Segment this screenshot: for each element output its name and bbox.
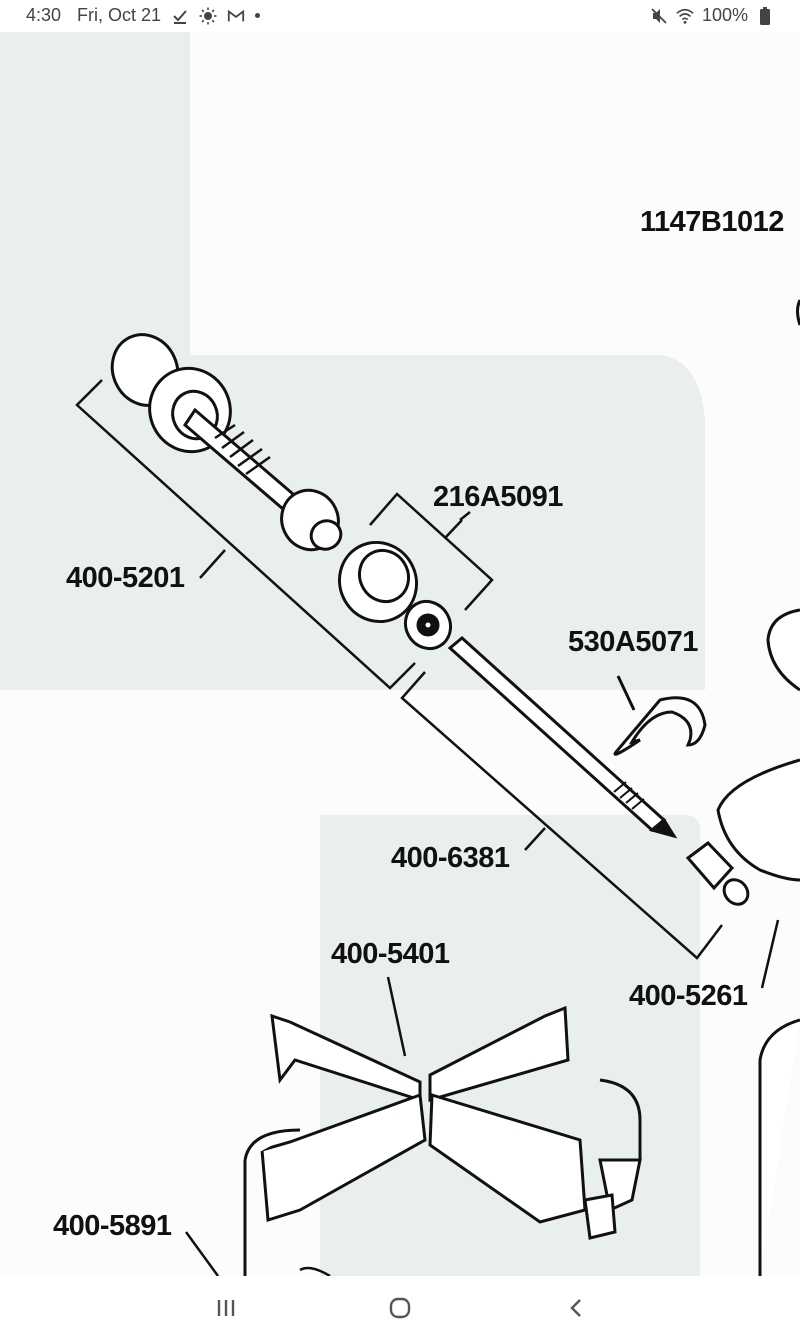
status-bar: 4:30 Fri, Oct 21 100% [0, 0, 800, 32]
part-label-400-5261: 400-5261 [629, 980, 748, 1012]
part-label-400-5201: 400-5201 [66, 562, 185, 594]
clip-drawing [613, 675, 707, 756]
status-time: 4:30 [26, 5, 62, 25]
home-icon [389, 1297, 411, 1319]
back-button[interactable] [552, 1290, 600, 1326]
battery-icon [756, 6, 774, 25]
download-done-icon [171, 7, 189, 25]
part-label-400-5401: 400-5401 [331, 938, 450, 970]
fitting-drawing [685, 841, 780, 989]
leader-lines [459, 511, 471, 521]
more-notifications-dot [255, 13, 261, 18]
spreader-drawing [243, 976, 642, 1276]
battery-percent: 100% [701, 5, 748, 25]
leader-400-5891 [184, 1231, 331, 1276]
recent-apps-button[interactable] [202, 1290, 250, 1326]
part-label-216a5091: 216A5091 [433, 481, 563, 513]
navigation-bar [0, 1276, 800, 1340]
part-label-400-5891: 400-5891 [53, 1210, 172, 1242]
recent-apps-icon [217, 1300, 235, 1316]
parts-diagram-image[interactable]: 1147B1012 400-5201 216A5091 530A5071 400… [0, 32, 800, 1276]
gmail-icon [227, 7, 245, 25]
part-label-530a5071: 530A5071 [568, 626, 698, 658]
back-icon [570, 1299, 581, 1317]
rod-drawing [447, 636, 678, 839]
status-right: 100% [650, 5, 774, 26]
status-date: Fri, Oct 21 [77, 5, 162, 25]
status-left: 4:30 Fri, Oct 21 [26, 5, 261, 26]
seal-group-drawing [337, 540, 453, 651]
bracket-216a5091 [369, 492, 494, 611]
wifi-icon [676, 7, 694, 25]
part-label-1147b1012: 1147B1012 [640, 206, 784, 238]
bracket-400-5201 [75, 379, 416, 690]
right-edge-parts [716, 299, 800, 1276]
valve-assembly-drawing [110, 333, 343, 552]
part-label-400-6381: 400-6381 [391, 842, 510, 874]
weather-sun-icon [199, 7, 217, 25]
mute-icon [650, 7, 668, 25]
parts-diagram-drawing [0, 32, 800, 1276]
bracket-400-6381 [400, 671, 723, 960]
home-button[interactable] [376, 1290, 424, 1326]
